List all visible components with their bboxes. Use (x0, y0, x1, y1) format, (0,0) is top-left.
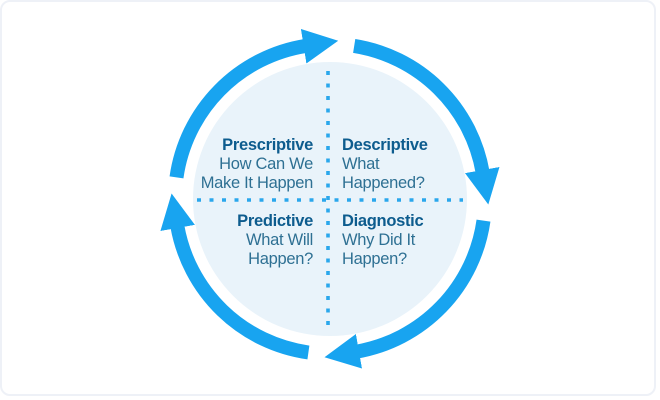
quadrant-line: What (342, 155, 380, 173)
quadrant-diagnostic: Diagnostic Why Did It Happen? (342, 212, 424, 269)
quadrant-line: Happen? (248, 250, 313, 268)
cycle-arrow-top-left (169, 28, 339, 179)
quadrant-line: Happen? (342, 250, 407, 268)
quadrant-line: How Can We (219, 155, 313, 173)
quadrant-predictive: Predictive What Will Happen? (237, 212, 313, 269)
quadrant-prescriptive: Prescriptive How Can We Make It Happen (200, 136, 314, 193)
quadrant-title: Descriptive (342, 136, 428, 154)
quadrant-line: Make It Happen (200, 174, 314, 192)
quadrant-line: What Will (246, 231, 313, 249)
cycle-arrow-bottom-right (324, 219, 491, 369)
quadrant-title: Diagnostic (342, 212, 424, 230)
quadrant-title: Predictive (237, 212, 313, 230)
quadrant-circle (193, 62, 467, 336)
cycle-arrow-top-right (353, 38, 500, 205)
quadrant-title: Prescriptive (222, 136, 313, 154)
quadrant-descriptive: Descriptive What Happened? (342, 136, 428, 193)
cycle-arrow-bottom-left (160, 193, 310, 360)
quadrant-line: Happened? (342, 174, 425, 192)
quadrant-line: Why Did It (342, 231, 416, 249)
